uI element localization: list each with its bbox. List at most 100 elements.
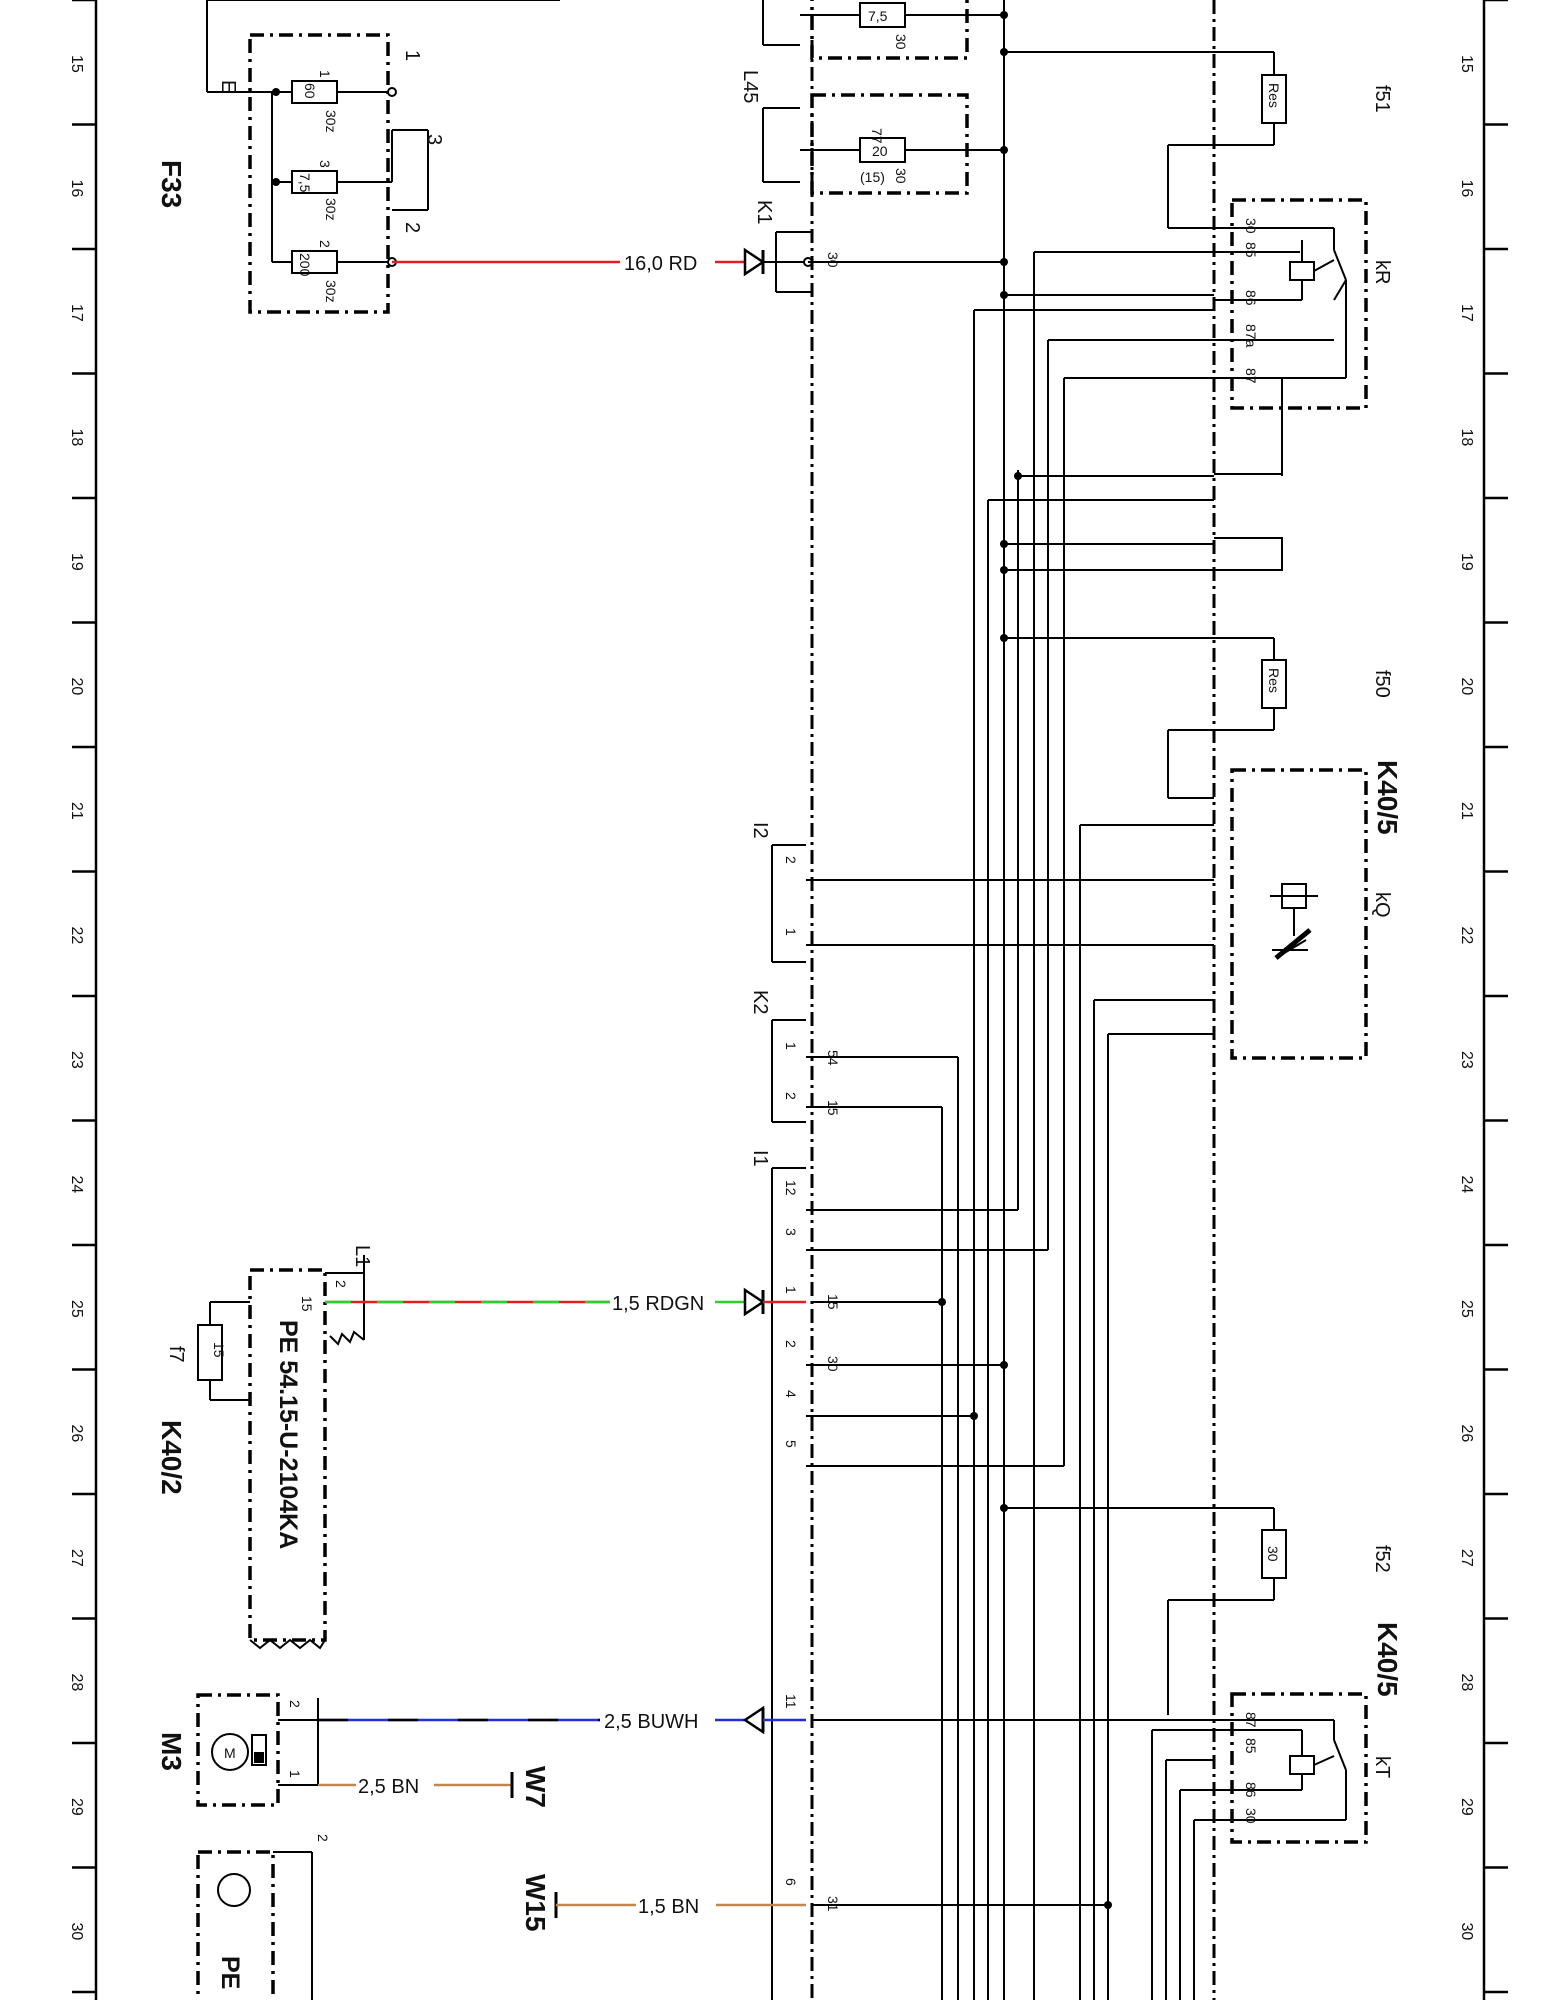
right-ruler-number: 15 xyxy=(1458,55,1475,73)
wire-label-2-5-buwh: 2,5 BUWH xyxy=(604,1711,698,1733)
svg-text:M: M xyxy=(224,1745,236,1761)
f50-fuse: Res f50 xyxy=(1167,637,1393,799)
kR-term-87: 87 xyxy=(1243,368,1259,384)
L45-pin-1: 30 xyxy=(893,34,909,50)
M3-label: M3 xyxy=(156,1732,187,1771)
left-ruler-number: 25 xyxy=(68,1300,85,1318)
wire-2-5-buwh: 2,5 BUWH xyxy=(318,1705,806,1735)
K2-label: K2 xyxy=(749,990,771,1014)
K40-5-bot-label: K40/5 xyxy=(1372,1622,1403,1697)
I1-pin-12: 12 xyxy=(783,1180,799,1196)
kT-label: kT xyxy=(1371,1756,1393,1778)
I2-label: I2 xyxy=(749,822,771,839)
left-ruler-number: 24 xyxy=(68,1176,85,1194)
wire-1-5-rdgn: 1,5 RDGN xyxy=(325,1287,806,1317)
wire-label-16-0-rd: 16,0 RD xyxy=(624,253,697,275)
I1-pin-5: 5 xyxy=(783,1440,799,1448)
right-ruler-number: 24 xyxy=(1458,1176,1475,1194)
f52-label: f52 xyxy=(1371,1545,1393,1573)
I1-pin-1: 1 xyxy=(783,1286,799,1294)
I1-pin-2: 2 xyxy=(783,1340,799,1348)
bottom-comp-pe: PE xyxy=(216,1956,244,1989)
I1-pin-4: 4 xyxy=(783,1390,799,1398)
M3-pin-2: 2 xyxy=(287,1700,303,1708)
F33-terminal-1: 1 xyxy=(401,50,423,61)
right-ruler-number: 20 xyxy=(1458,678,1475,696)
F33-fuse-2: 7,5 xyxy=(297,173,313,193)
I1-pin-3: 3 xyxy=(783,1228,799,1236)
K40-5-kQ-relay: K40/5 kQ xyxy=(1230,760,1403,1060)
M3-pin-1: 1 xyxy=(287,1770,303,1778)
kR-term-85: 85 xyxy=(1243,242,1259,258)
left-ruler-number: 17 xyxy=(68,304,85,322)
left-ruler-number: 23 xyxy=(68,1051,85,1069)
F33-sub-3: 30z xyxy=(323,280,339,303)
kR-term-86: 86 xyxy=(1243,290,1259,306)
left-ruler-number: 18 xyxy=(68,429,85,447)
W7-label: W7 xyxy=(520,1766,551,1808)
left-ruler-number: 19 xyxy=(68,553,85,571)
wire-label-1-5-rdgn: 1,5 RDGN xyxy=(612,1293,704,1315)
right-ruler-number: 23 xyxy=(1458,1051,1475,1069)
right-ruler-number: 16 xyxy=(1458,180,1475,198)
I2-pin-1: 1 xyxy=(783,928,799,936)
wire-label-1-5-bn: 1,5 BN xyxy=(638,1896,699,1918)
F33-terminal-3: 3 xyxy=(423,134,445,145)
left-ruler-number: 26 xyxy=(68,1425,85,1443)
I1-connector: I1 12 3 1 2 4 5 11 6 15 30 31 xyxy=(749,1150,841,2000)
I1-label: I1 xyxy=(749,1150,771,1167)
kT-term-85: 85 xyxy=(1243,1738,1259,1754)
F33-label: F33 xyxy=(156,160,187,208)
wire-label-2-5-bn: 2,5 BN xyxy=(358,1776,419,1798)
left-ruler-number: 16 xyxy=(68,180,85,198)
wire-16-0-rd: 16,0 RD xyxy=(392,247,813,277)
I1-pin-6: 6 xyxy=(783,1878,799,1886)
K40-5-kT-relay: 87 85 86 30 K40/5 kT xyxy=(1214,1622,1403,1844)
right-ruler-number: 22 xyxy=(1458,927,1475,945)
kT-term-30: 30 xyxy=(1243,1808,1259,1824)
L45-label: L45 xyxy=(739,70,761,103)
right-ruler-number: 21 xyxy=(1458,802,1475,820)
bottom-comp-pin: 2 xyxy=(315,1834,331,1842)
transistor-icon xyxy=(217,1873,251,1907)
horizontal-lines xyxy=(806,14,1214,1906)
K40-2-pin-2: 2 xyxy=(333,1280,349,1288)
F33-fuse-block: E 60 7,5 200 1 3 2 30z 30z 30z 1 3 2 F33 xyxy=(156,0,560,314)
kT-term-86: 86 xyxy=(1243,1782,1259,1798)
wire-1-5-bn: W15 1,5 BN xyxy=(520,1874,806,1932)
left-ruler-number: 21 xyxy=(68,802,85,820)
K2-pin-2: 2 xyxy=(783,1092,799,1100)
F33-sub-1: 30z xyxy=(323,110,339,133)
f50-res: Res xyxy=(1266,668,1282,693)
F33-pin-1: 1 xyxy=(317,70,333,78)
kR-label: kR xyxy=(1371,260,1393,284)
I1-term-31: 31 xyxy=(825,1896,841,1912)
f50-label: f50 xyxy=(1371,670,1393,698)
K1-label: K1 xyxy=(753,200,775,224)
left-ruler-number: 30 xyxy=(68,1923,85,1941)
K40-2-label: K40/2 xyxy=(156,1420,187,1495)
L45-extra: (15) xyxy=(860,169,885,185)
I1-term-30: 30 xyxy=(825,1356,841,1372)
I2-pin-2: 2 xyxy=(783,856,799,864)
left-ruler-number: 29 xyxy=(68,1798,85,1816)
K40-5-top-label: K40/5 xyxy=(1372,760,1403,835)
K1-pin: 30 xyxy=(825,252,841,268)
junction-dots xyxy=(938,11,1112,1909)
kR-relay: 30 85 86 87a 87 kR xyxy=(1214,198,1393,410)
F33-pin-2: 2 xyxy=(317,240,333,248)
left-ruler-number: 20 xyxy=(68,678,85,696)
right-ruler-number: 17 xyxy=(1458,304,1475,322)
left-ruler-number: 28 xyxy=(68,1674,85,1692)
K40-2-connector: L1 xyxy=(351,1245,373,1267)
I2-connector: I2 2 1 xyxy=(749,822,806,963)
L45-fuse-2: 20 xyxy=(872,143,888,159)
left-ruler-number: 15 xyxy=(68,55,85,73)
L45-fuse-block: 7,5 20 77 (15) 30 30 L45 xyxy=(739,0,1004,195)
K40-2-pin-15: 15 xyxy=(299,1296,315,1312)
F33-terminal-2: 2 xyxy=(401,222,423,233)
bottom-component: 2 PE xyxy=(196,1834,331,2000)
